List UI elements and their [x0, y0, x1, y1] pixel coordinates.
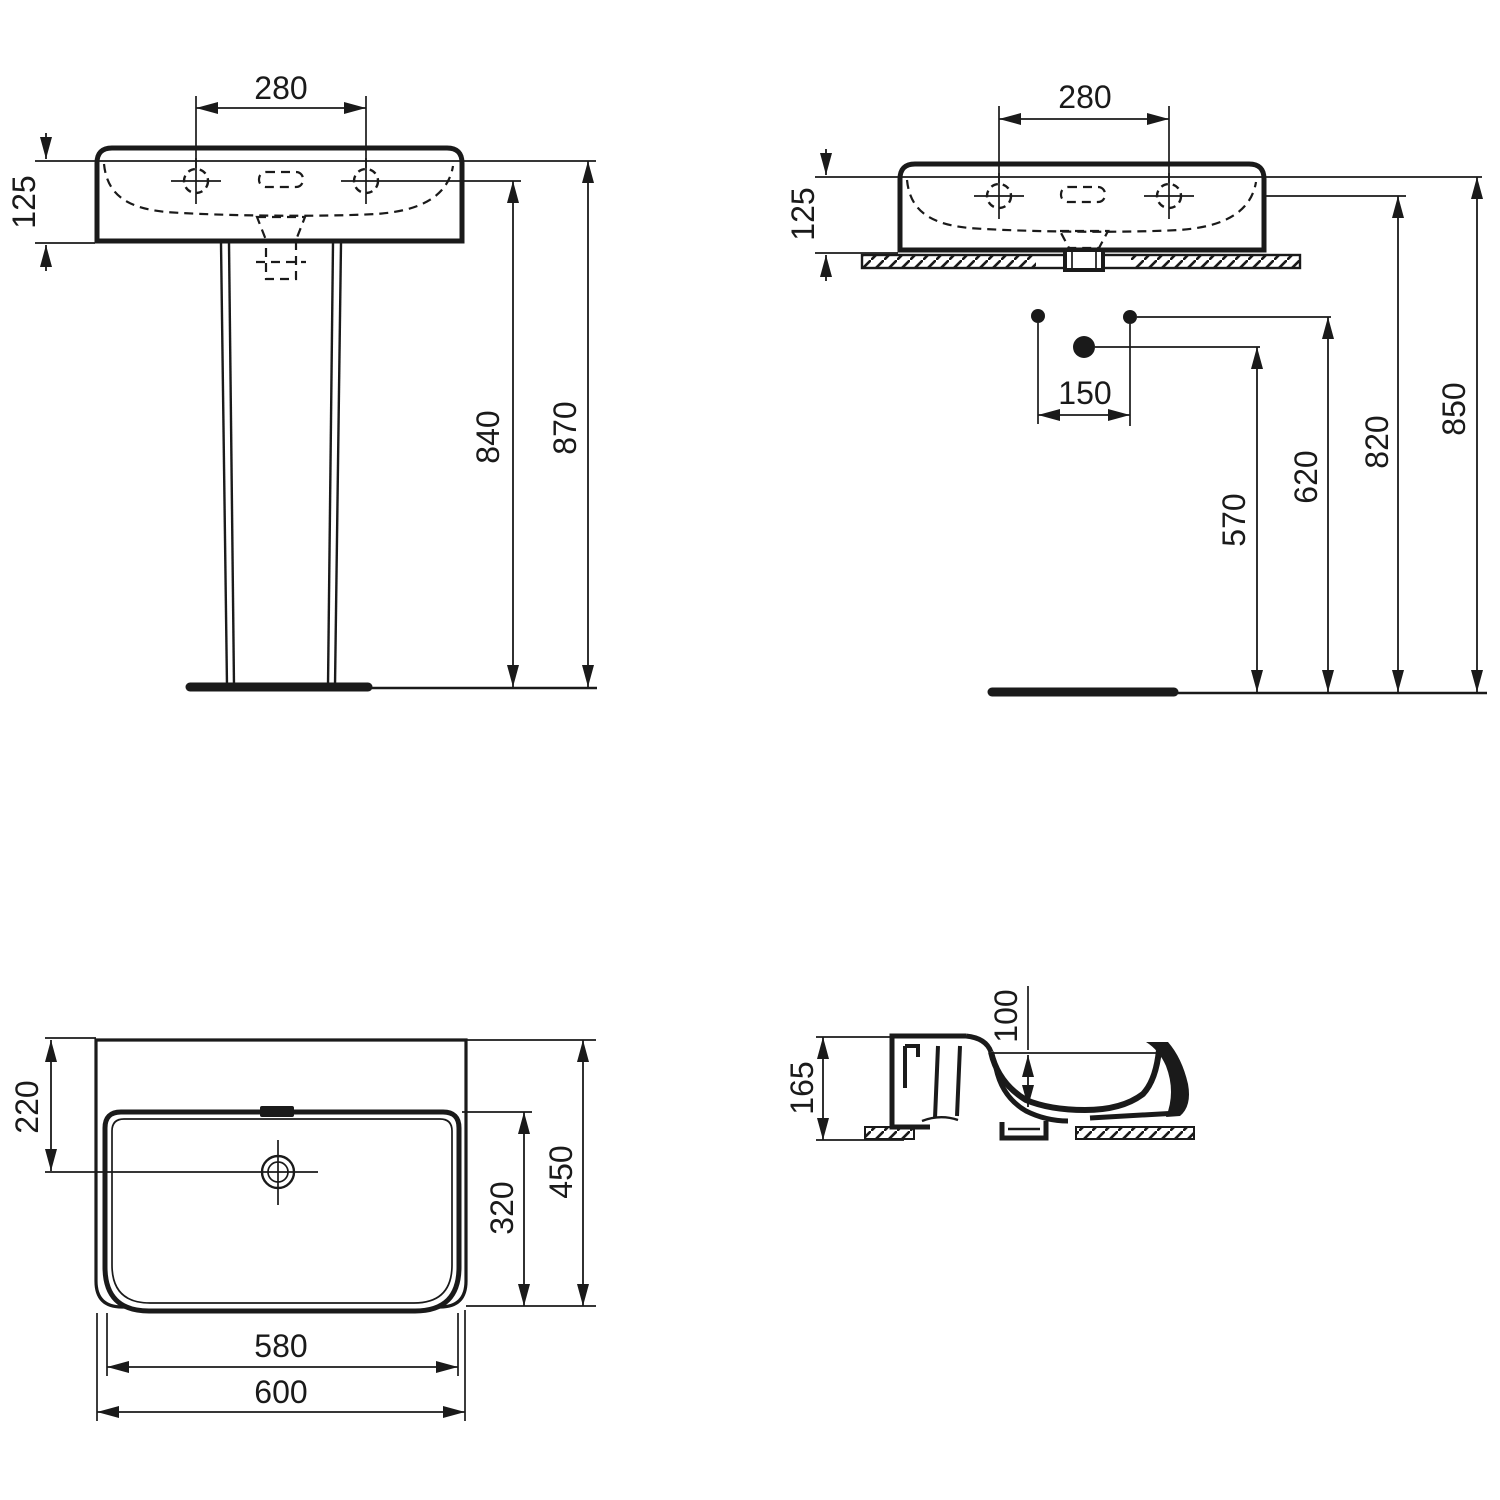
overflow-slot-dashed — [257, 170, 305, 189]
fixing-holes — [1031, 309, 1331, 426]
dim-label: 580 — [254, 1328, 307, 1364]
dim-label: 570 — [1216, 493, 1252, 546]
dim-label: 820 — [1359, 415, 1395, 468]
section-view: 165 100 — [784, 986, 1195, 1141]
section-bracket-strips — [864, 1126, 1195, 1140]
dim-label: 840 — [470, 410, 506, 463]
dim-section-height: 165 — [784, 1036, 904, 1141]
dim-tap-spacing-wall: 280 — [998, 79, 1170, 183]
dim-bowl-width: 580 — [106, 1313, 459, 1376]
bowl-dashed-outline — [102, 163, 455, 217]
fixing-hole-left — [1031, 309, 1045, 323]
dim-bowl-depth: 320 — [462, 1111, 596, 1307]
dim-taphole-height: 840 — [470, 181, 519, 687]
dim-label: 450 — [543, 1145, 579, 1198]
dim-label: 320 — [484, 1181, 520, 1234]
trap-dashed — [264, 239, 298, 281]
waste-funnel-dashed — [255, 215, 307, 242]
dim-label: 220 — [9, 1080, 45, 1133]
dim-basin-height-pedestal: 125 — [6, 133, 104, 271]
pedestal — [219, 242, 343, 687]
dim-label: 125 — [6, 175, 42, 228]
basin-outline — [94, 145, 465, 244]
dim-supply-height: 620 — [1288, 317, 1334, 692]
dim-section-bowl-depth: 100 — [988, 986, 1034, 1107]
dim-basin-height-wall: 125 — [785, 149, 898, 281]
dim-label: 165 — [784, 1061, 820, 1114]
dim-tap-spacing-pedestal: 280 — [195, 70, 367, 168]
dim-label: 100 — [988, 989, 1024, 1042]
dim-label: 150 — [1058, 375, 1111, 411]
dim-label: 850 — [1436, 382, 1472, 435]
dim-label: 280 — [254, 70, 307, 106]
dim-overall-width: 600 — [96, 1310, 466, 1421]
overflow-slot-dashed — [1059, 185, 1107, 204]
overflow-notch — [260, 1106, 294, 1117]
front-view-wall-hung: 280 125 150 570 620 820 — [785, 79, 1487, 697]
dim-label: 280 — [1058, 79, 1111, 115]
waste-point — [1073, 336, 1095, 358]
dim-fixing-spacing: 150 — [1038, 375, 1130, 421]
dim-waste-height: 570 — [1216, 347, 1263, 692]
plan-bowl-outline — [102, 1109, 462, 1314]
section-right-wall — [1146, 1042, 1189, 1117]
dim-rim-height-wall: 850 — [1436, 177, 1483, 692]
section-bowl — [965, 1033, 1189, 1141]
section-back-wall — [889, 1033, 966, 1130]
fixing-hole-right — [1123, 310, 1137, 324]
waste-outlet-box — [1063, 248, 1105, 272]
plan-bowl-rim-inner — [111, 1118, 453, 1304]
dim-label: 620 — [1288, 450, 1324, 503]
dim-overall-height: 870 — [547, 161, 594, 687]
dim-waste-to-back: 220 — [9, 1037, 318, 1173]
dim-label: 600 — [254, 1374, 307, 1410]
dim-label: 125 — [785, 187, 821, 240]
dim-overall-depth: 450 — [466, 1039, 596, 1306]
dim-label: 870 — [547, 401, 583, 454]
dim-taphole-height-wall: 820 — [1264, 195, 1406, 692]
front-view-pedestal: 280 125 840 870 — [6, 70, 597, 692]
plan-view: 220 320 450 580 600 — [9, 1037, 596, 1421]
